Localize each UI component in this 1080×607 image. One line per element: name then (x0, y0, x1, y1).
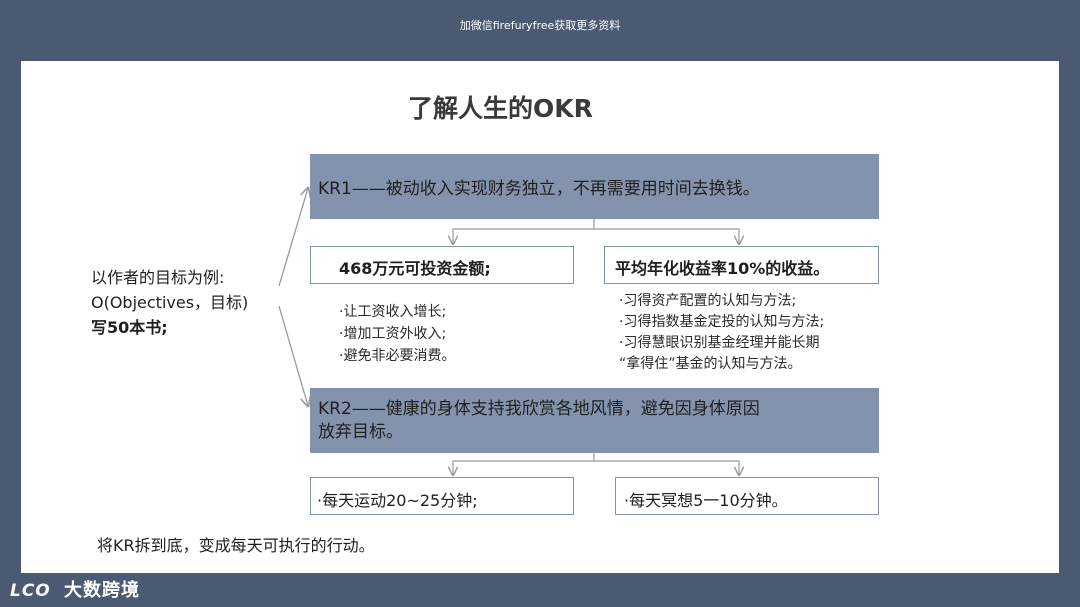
list-item: ·习得指数基金定投的认知与方法; (619, 314, 825, 330)
list-item: ·增加工资外收入; (339, 326, 447, 342)
kr2-meditation-box: ·每天冥想5一10分钟。 (615, 477, 879, 515)
connector-lines (278, 61, 1059, 573)
kr2-text-line2: 放弃目标。 (318, 422, 403, 442)
objective-label: O(Objectives，目标) (91, 293, 249, 312)
list-item: “拿得住”基金的认知与方法。 (619, 356, 802, 372)
kr2-exercise-box: ·每天运动20~25分钟; (310, 477, 574, 515)
objective-goal: 写50本书; (91, 318, 168, 337)
logo-mark-icon: LCO (10, 581, 51, 601)
brand-logo: LCO 大数跨境 (10, 576, 140, 602)
watermark-text: 加微信firefuryfree获取更多资料 (459, 19, 621, 32)
kr1-return-box: 平均年化收益率10%的收益。 (604, 246, 879, 284)
kr1-investment-actions: ·让工资收入增长; ·增加工资外收入; ·避免非必要消费。 (339, 301, 455, 367)
conclusion-text: 将KR拆到底，变成每天可执行的行动。 (97, 536, 375, 555)
kr1-return-actions: ·习得资产配置的认知与方法; ·习得指数基金定投的认知与方法; ·习得慧眼识别基… (619, 291, 824, 375)
kr2-box: KR2——健康的身体支持我欣赏各地风情，避免因身体原因 放弃目标。 (310, 388, 879, 453)
kr1-box: KR1——被动收入实现财务独立，不再需要用时间去换钱。 (310, 154, 879, 219)
slide-canvas: 了解人生的OKR KR1——被动收入实现财务独立，不再需要用时间去换钱。 468… (21, 61, 1059, 573)
kr2-text-line1: KR2——健康的身体支持我欣赏各地风情，避免因身体原因 (318, 399, 760, 419)
kr1-text: KR1——被动收入实现财务独立，不再需要用时间去换钱。 (318, 179, 760, 199)
list-item: ·习得资产配置的认知与方法; (619, 293, 797, 309)
logo-text: 大数跨境 (64, 580, 141, 601)
slide-title: 了解人生的OKR (408, 94, 593, 123)
kr1-investment-box: 468万元可投资金额; (310, 246, 574, 284)
list-item: ·习得慧眼识别基金经理并能长期 (619, 335, 820, 351)
list-item: ·让工资收入增长; (339, 304, 447, 320)
objective-block: 以作者的目标为例: O(Objectives，目标) 写50本书; (91, 265, 248, 340)
list-item: ·避免非必要消费。 (339, 348, 456, 364)
objective-intro: 以作者的目标为例: (91, 268, 225, 287)
